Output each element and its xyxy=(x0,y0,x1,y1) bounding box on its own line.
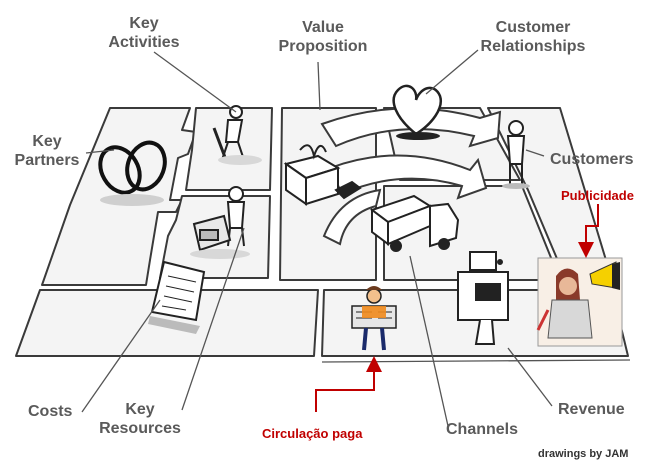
key-activities-line1: Key xyxy=(129,15,159,32)
channels-label: Channels xyxy=(446,421,519,438)
key-partners-label: Key Partners xyxy=(8,132,86,170)
customer-relationships-line1: Customer xyxy=(495,19,571,36)
annotation-arrows xyxy=(315,204,599,412)
circulacao-paga-annotation: Circulação paga xyxy=(262,426,363,441)
key-activities-label: Key Activities xyxy=(88,14,200,52)
revenue-label: Revenue xyxy=(558,401,625,418)
gift-box-icon xyxy=(283,144,362,206)
rings-icon xyxy=(98,140,167,206)
key-activities-panel xyxy=(185,107,273,191)
customers-label: Customers xyxy=(550,151,634,168)
key-partners-line1: Key xyxy=(32,133,62,150)
customer-relationships-label: Customer Relationships xyxy=(474,18,592,56)
heart-icon xyxy=(392,84,443,140)
costs-label: Costs xyxy=(28,403,73,420)
standing-person-icon xyxy=(502,120,530,189)
key-activities-line2: Activities xyxy=(108,34,180,51)
customer-relationships-line2: Relationships xyxy=(480,38,586,55)
publicidade-annotation: Publicidade xyxy=(561,188,634,203)
megaphone-woman-icon xyxy=(536,257,623,347)
key-resources-label: Key Resources xyxy=(90,400,190,438)
value-proposition-label: Value Proposition xyxy=(268,18,378,56)
key-partners-line2: Partners xyxy=(14,152,80,169)
value-proposition-line1: Value xyxy=(302,19,344,36)
truck-icon xyxy=(369,194,460,252)
cash-register-icon xyxy=(457,251,509,345)
drawings-credit: drawings by JAM xyxy=(538,448,629,460)
key-resources-line2: Resources xyxy=(99,420,181,437)
key-resources-line1: Key xyxy=(125,401,155,418)
newspaper-reader-icon xyxy=(351,286,397,351)
document-icon xyxy=(148,260,206,334)
worker-with-machine-icon xyxy=(190,186,250,259)
value-proposition-line2: Proposition xyxy=(278,38,368,55)
